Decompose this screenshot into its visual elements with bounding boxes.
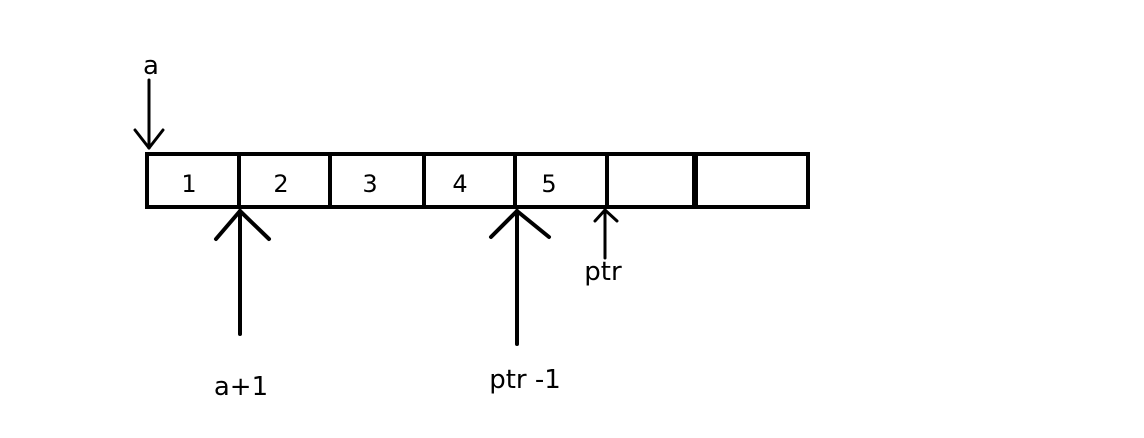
cell-value-1: 2 — [273, 170, 288, 198]
array-cell-6 — [694, 152, 810, 209]
array-cell-3 — [422, 152, 517, 209]
cell-value-4: 5 — [541, 170, 556, 198]
cell-value-2: 3 — [362, 170, 377, 198]
pointer-ptr-minus-1-arrow — [489, 209, 551, 346]
pointer-ptr-minus-1-label: ptr -1 — [489, 365, 561, 395]
array-cell-5 — [605, 152, 696, 209]
pointer-a-plus-1-label: a+1 — [214, 372, 268, 402]
cell-value-3: 4 — [452, 170, 467, 198]
array-cell-4 — [513, 152, 609, 209]
array — [145, 152, 810, 209]
pointer-a-label: a — [143, 51, 159, 81]
pointer-ptr-label: ptr — [584, 257, 622, 287]
cell-value-0: 1 — [181, 170, 196, 198]
pointer-a-arrow — [133, 78, 165, 150]
pointer-a-plus-1-arrow — [214, 209, 271, 336]
pointer-ptr-arrow — [593, 208, 619, 260]
